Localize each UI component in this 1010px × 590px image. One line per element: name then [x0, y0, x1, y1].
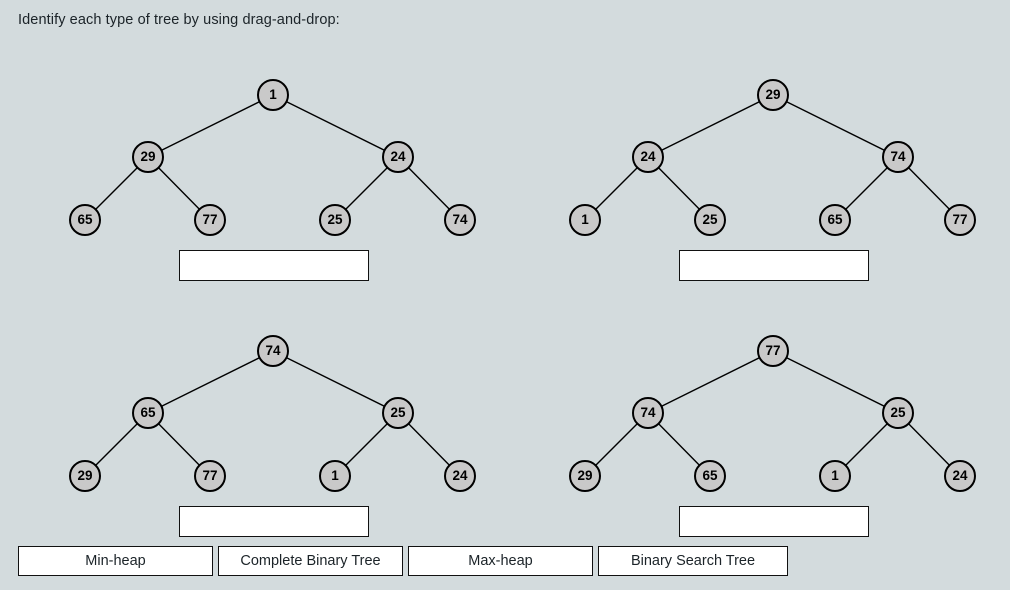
tree-node-left-child[interactable]: 65 [132, 397, 164, 429]
tree-node-leaf-2[interactable]: 25 [694, 204, 726, 236]
tree-node-leaf-4[interactable]: 24 [444, 460, 476, 492]
drop-target-top-left[interactable] [179, 250, 369, 281]
tree-node-leaf-1[interactable]: 65 [69, 204, 101, 236]
drag-option-binary-search-tree[interactable]: Binary Search Tree [598, 546, 788, 576]
tree-node-leaf-3[interactable]: 1 [819, 460, 851, 492]
tree-node-root[interactable]: 77 [757, 335, 789, 367]
tree-node-leaf-1[interactable]: 29 [69, 460, 101, 492]
tree-node-right-child[interactable]: 74 [882, 141, 914, 173]
tree-node-root[interactable]: 74 [257, 335, 289, 367]
tree-node-leaf-1[interactable]: 29 [569, 460, 601, 492]
tree-top-right: 29 24 74 1 25 65 77 [505, 78, 1010, 308]
page-title: Identify each type of tree by using drag… [18, 12, 340, 28]
tree-node-left-child[interactable]: 24 [632, 141, 664, 173]
tree-node-root[interactable]: 1 [257, 79, 289, 111]
tree-node-right-child[interactable]: 25 [382, 397, 414, 429]
tree-node-leaf-4[interactable]: 74 [444, 204, 476, 236]
tree-node-left-child[interactable]: 29 [132, 141, 164, 173]
tree-node-leaf-2[interactable]: 65 [694, 460, 726, 492]
tree-node-leaf-3[interactable]: 25 [319, 204, 351, 236]
tree-node-root[interactable]: 29 [757, 79, 789, 111]
tree-node-leaf-4[interactable]: 24 [944, 460, 976, 492]
tree-node-leaf-3[interactable]: 1 [319, 460, 351, 492]
tree-node-leaf-4[interactable]: 77 [944, 204, 976, 236]
drop-target-top-right[interactable] [679, 250, 869, 281]
tree-node-leaf-3[interactable]: 65 [819, 204, 851, 236]
tree-top-left: 1 29 24 65 77 25 74 [0, 78, 505, 308]
drag-option-min-heap[interactable]: Min-heap [18, 546, 213, 576]
tree-node-left-child[interactable]: 74 [632, 397, 664, 429]
tree-node-right-child[interactable]: 24 [382, 141, 414, 173]
tree-bottom-right: 77 74 25 29 65 1 24 [505, 334, 1010, 564]
drag-options-row: Min-heap Complete Binary Tree Max-heap B… [18, 546, 788, 576]
drop-target-bottom-left[interactable] [179, 506, 369, 537]
drop-target-bottom-right[interactable] [679, 506, 869, 537]
tree-node-leaf-1[interactable]: 1 [569, 204, 601, 236]
drag-option-complete-binary-tree[interactable]: Complete Binary Tree [218, 546, 403, 576]
tree-node-leaf-2[interactable]: 77 [194, 204, 226, 236]
tree-bottom-left: 74 65 25 29 77 1 24 [0, 334, 505, 564]
tree-node-leaf-2[interactable]: 77 [194, 460, 226, 492]
tree-node-right-child[interactable]: 25 [882, 397, 914, 429]
drag-option-max-heap[interactable]: Max-heap [408, 546, 593, 576]
